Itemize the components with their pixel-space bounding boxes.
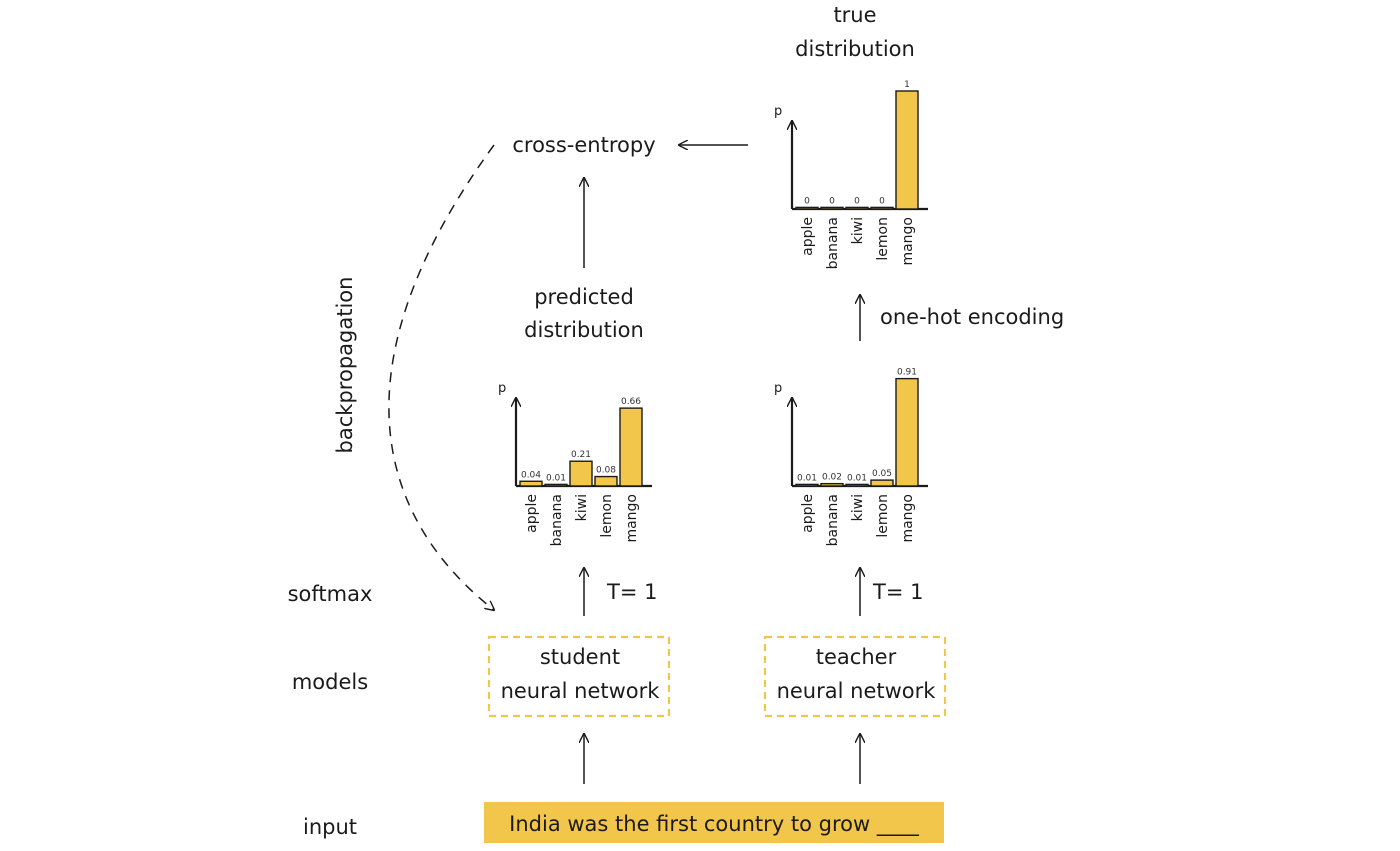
true-tick-label-banana: banana: [825, 217, 841, 269]
teacher-value-label-kiwi: 0.01: [847, 473, 867, 483]
teacher-model-line1: teacher: [816, 645, 897, 669]
true-bar-kiwi: [845, 206, 869, 210]
teacher-tick-label-mango: mango: [900, 494, 916, 543]
true-tick-label-mango: mango: [900, 217, 916, 266]
teacher-bar-banana: [820, 482, 844, 487]
teacher-tick-label-kiwi: kiwi: [850, 494, 866, 521]
student-temperature-label: T= 1: [606, 580, 657, 604]
one-hot-encoding-label: one-hot encoding: [880, 305, 1064, 329]
predicted-bar-apple: [519, 480, 543, 487]
teacher-value-label-mango: 0.91: [897, 368, 917, 378]
student-model-line2: neural network: [501, 679, 661, 703]
teacher-y-axis-label: p: [774, 381, 782, 396]
predicted-bar-banana: [544, 483, 568, 487]
teacher-value-label-banana: 0.02: [822, 473, 842, 483]
predicted-value-label-banana: 0.01: [546, 473, 566, 483]
predicted-value-label-lemon: 0.08: [596, 466, 616, 476]
true-title-line2: distribution: [795, 37, 915, 61]
predicted-y-axis-label: p: [498, 381, 506, 396]
teacher-value-label-lemon: 0.05: [872, 469, 892, 479]
teacher-bar-mango: [895, 377, 919, 487]
softmax-row-label: softmax: [288, 582, 373, 606]
true-bar-banana: [820, 206, 844, 210]
true-value-label-apple: 0: [804, 196, 810, 206]
true-bar-mango: [895, 90, 919, 210]
teacher-temperature-label: T= 1: [872, 580, 923, 604]
teacher-model-box: teacher neural network: [763, 635, 947, 718]
teacher-bar-apple: [795, 483, 819, 487]
teacher-tick-label-lemon: lemon: [875, 494, 891, 538]
predicted-tick-label-banana: banana: [549, 494, 565, 546]
true-value-label-lemon: 0: [879, 196, 885, 206]
cross-entropy-label: cross-entropy: [512, 133, 655, 157]
true-value-label-banana: 0: [829, 196, 835, 206]
true-bar-apple: [795, 206, 819, 210]
true-title-line1: true: [833, 3, 876, 27]
predicted-title-line1: predicted: [534, 285, 634, 309]
true-tick-label-lemon: lemon: [875, 217, 891, 261]
teacher-distribution-chart: p 0.01 apple 0.02 banana 0.01 kiwi 0.05 lemon 0.9…: [774, 368, 928, 546]
backpropagation-label: backpropagation: [333, 277, 357, 454]
true-distribution-chart: p 0 apple 0 banana 0 kiwi 0 lemon 1 mango: [774, 80, 928, 269]
backpropagation-arrow: [388, 144, 494, 610]
predicted-value-label-kiwi: 0.21: [571, 450, 591, 460]
predicted-title-line2: distribution: [524, 318, 644, 342]
predicted-bar-mango: [619, 407, 643, 487]
true-value-label-kiwi: 0: [854, 196, 860, 206]
models-row-label: models: [292, 670, 368, 694]
student-model-box: student neural network: [487, 635, 671, 718]
true-value-label-mango: 1: [904, 80, 910, 90]
student-model-line1: student: [540, 645, 620, 669]
predicted-tick-label-kiwi: kiwi: [574, 494, 590, 521]
true-tick-label-kiwi: kiwi: [850, 217, 866, 244]
predicted-value-label-apple: 0.04: [521, 470, 541, 480]
input-sentence-box: India was the first country to grow ____: [484, 802, 944, 843]
input-row-label: input: [303, 815, 357, 839]
teacher-tick-label-apple: apple: [800, 494, 816, 533]
teacher-bar-lemon: [870, 479, 894, 487]
predicted-bar-kiwi: [569, 460, 593, 487]
predicted-bar-lemon: [594, 475, 618, 487]
predicted-distribution-chart: p 0.04 apple 0.01 banana 0.21 kiwi 0.08 lemon 0.6…: [498, 381, 652, 546]
teacher-bar-kiwi: [845, 483, 869, 487]
teacher-value-label-apple: 0.01: [797, 473, 817, 483]
true-y-axis-label: p: [774, 104, 782, 119]
teacher-model-line2: neural network: [777, 679, 937, 703]
teacher-tick-label-banana: banana: [825, 494, 841, 546]
predicted-tick-label-mango: mango: [624, 494, 640, 543]
input-sentence-text: India was the first country to grow ____: [509, 812, 919, 837]
true-tick-label-apple: apple: [800, 217, 816, 256]
true-bar-lemon: [870, 206, 894, 210]
predicted-tick-label-lemon: lemon: [599, 494, 615, 538]
predicted-tick-label-apple: apple: [524, 494, 540, 533]
predicted-value-label-mango: 0.66: [621, 397, 641, 407]
